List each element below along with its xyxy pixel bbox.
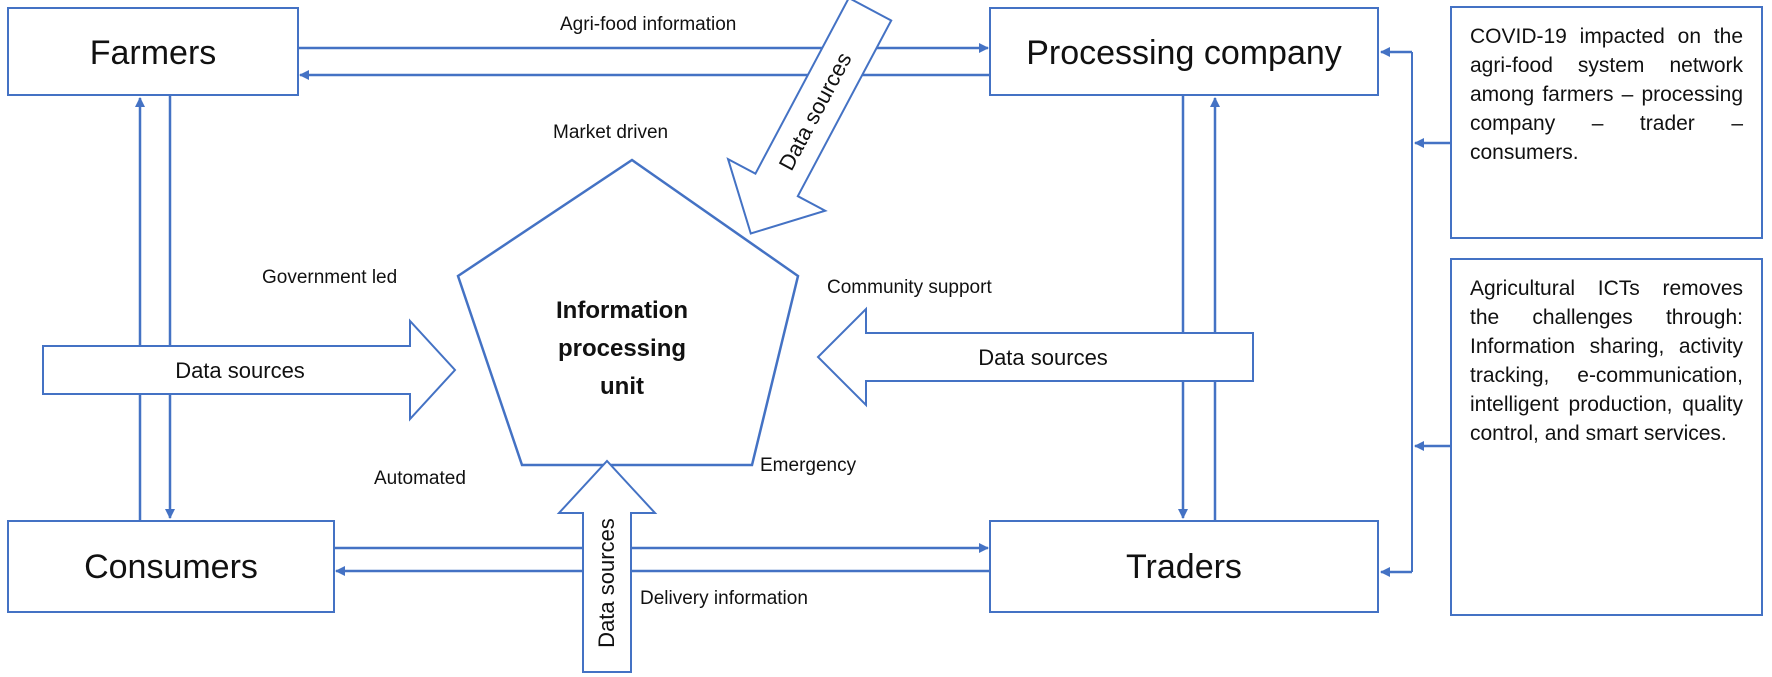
emergency-label: Emergency — [760, 455, 857, 476]
center-label-line-1: Information — [556, 297, 688, 324]
agricultural-icts-text: Agricultural ICTs removes the challenges… — [1470, 277, 1743, 445]
covid-impact-note: COVID-19 impacted on the agri-food syste… — [1450, 6, 1763, 239]
bottom-data-sources-label: Data sources — [594, 518, 619, 648]
right-data-sources-label: Data sources — [978, 345, 1108, 370]
information-processing-pentagon — [456, 158, 800, 467]
processing-company-node: Processing company — [989, 7, 1379, 96]
right-data-sources-arrow — [816, 306, 1254, 408]
community-support-label: Community support — [827, 277, 992, 298]
bottom-data-sources-arrow — [556, 459, 658, 673]
processing-company-label: Processing company — [1026, 34, 1342, 72]
consumers-node: Consumers — [7, 520, 335, 613]
center-label-line-2: processing — [558, 335, 686, 362]
automated-label: Automated — [374, 468, 466, 489]
top-data-sources-arrow — [726, 0, 893, 235]
farmers-node: Farmers — [7, 7, 299, 96]
center-label-line-3: unit — [600, 373, 644, 400]
left-data-sources-arrow — [42, 318, 457, 422]
traders-label: Traders — [1126, 548, 1242, 586]
top-data-sources-arrow-group: Data sources — [726, 0, 893, 235]
traders-node: Traders — [989, 520, 1379, 613]
delivery-information-label: Delivery information — [640, 588, 808, 609]
farmers-label: Farmers — [90, 34, 217, 72]
agricultural-icts-note: Agricultural ICTs removes the challenges… — [1450, 258, 1763, 616]
agri-food-information-label: Agri-food information — [560, 14, 736, 35]
covid-impact-text: COVID-19 impacted on the agri-food syste… — [1470, 25, 1743, 164]
government-led-label: Government led — [262, 267, 397, 288]
consumers-label: Consumers — [84, 548, 258, 586]
market-driven-label: Market driven — [553, 122, 668, 143]
left-data-sources-label: Data sources — [175, 358, 305, 383]
